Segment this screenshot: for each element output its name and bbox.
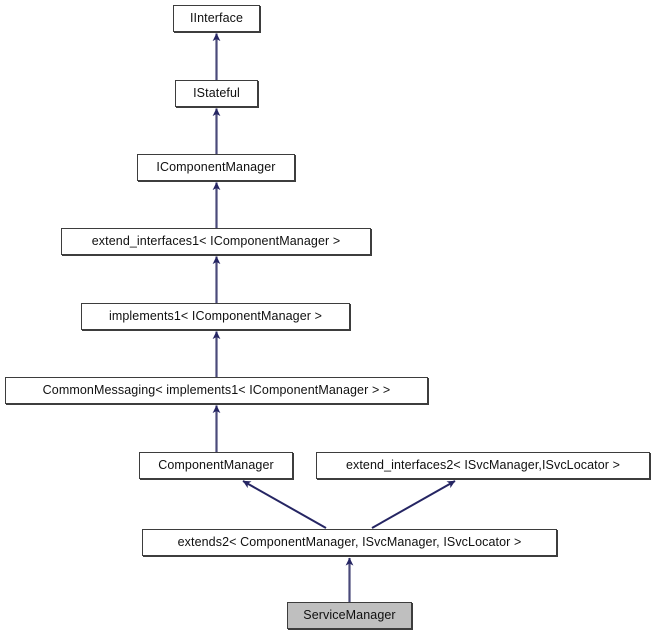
class-node-iinterface[interactable]: IInterface xyxy=(173,5,260,32)
class-node-commonmessaging[interactable]: CommonMessaging< implements1< IComponent… xyxy=(5,377,428,404)
class-node-label: IStateful xyxy=(193,86,240,101)
edge-extends2-extendinterfaces2 xyxy=(371,480,456,529)
class-node-label: ComponentManager xyxy=(158,458,274,473)
class-node-extends2[interactable]: extends2< ComponentManager, ISvcManager,… xyxy=(142,529,557,556)
class-node-label: CommonMessaging< implements1< IComponent… xyxy=(42,383,391,398)
class-node-implements1[interactable]: implements1< IComponentManager > xyxy=(81,303,350,330)
class-node-servicemanager[interactable]: ServiceManager xyxy=(287,602,412,629)
class-node-icomponentmanager[interactable]: IComponentManager xyxy=(137,154,295,181)
class-node-label: extends2< ComponentManager, ISvcManager,… xyxy=(177,535,522,550)
class-node-label: IInterface xyxy=(189,11,244,26)
edge-extends2-componentmanager xyxy=(242,480,327,529)
class-node-label: implements1< IComponentManager > xyxy=(108,309,323,324)
class-node-extend-interfaces1[interactable]: extend_interfaces1< IComponentManager > xyxy=(61,228,371,255)
class-node-label: extend_interfaces2< ISvcManager,ISvcLoca… xyxy=(345,458,621,473)
class-node-label: IComponentManager xyxy=(156,160,276,175)
class-node-label: extend_interfaces1< IComponentManager > xyxy=(91,234,341,249)
class-node-istateful[interactable]: IStateful xyxy=(175,80,258,107)
class-node-extend-interfaces2[interactable]: extend_interfaces2< ISvcManager,ISvcLoca… xyxy=(316,452,650,479)
class-node-label: ServiceManager xyxy=(303,608,396,623)
class-node-componentmanager[interactable]: ComponentManager xyxy=(139,452,293,479)
